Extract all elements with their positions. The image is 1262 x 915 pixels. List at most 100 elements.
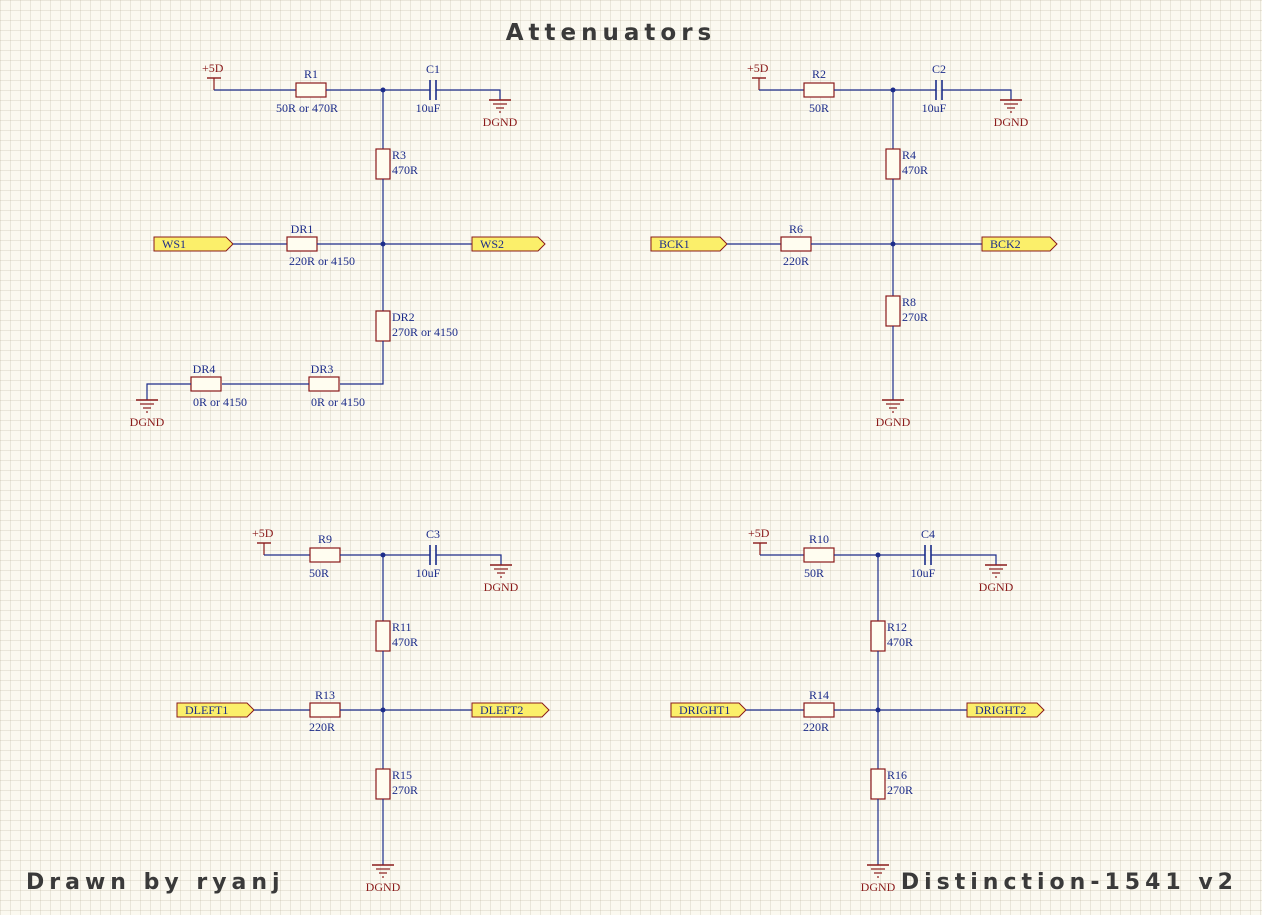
- ref-label: R12: [887, 620, 907, 634]
- resistor-body: [375, 768, 391, 800]
- resistor-body: [308, 376, 340, 392]
- resistor-body: [870, 620, 886, 652]
- ref-label: R10: [809, 532, 829, 546]
- resistor-body: [803, 82, 835, 98]
- port-body: [981, 236, 1058, 252]
- value-label: 0R or 4150: [193, 395, 247, 409]
- value-label: 50R: [809, 101, 829, 115]
- ref-label: R14: [809, 688, 829, 702]
- port-out-label: DRIGHT2: [975, 703, 1026, 717]
- wire: [931, 554, 997, 565]
- value-label: 470R: [392, 163, 418, 177]
- ref-label: DR4: [193, 362, 216, 376]
- value-label: 270R: [902, 310, 928, 324]
- port-body: [471, 702, 550, 718]
- vcc-label: +5D: [252, 526, 274, 540]
- value-label: 220R: [803, 720, 829, 734]
- value-label: 270R: [392, 783, 418, 797]
- value-label: 50R: [804, 566, 824, 580]
- value-label: 10uF: [922, 101, 947, 115]
- port-in-label: DRIGHT1: [679, 703, 730, 717]
- ref-label: DR2: [392, 310, 415, 324]
- port-body: [471, 236, 546, 252]
- wire: [146, 383, 191, 400]
- value-label: 470R: [392, 635, 418, 649]
- ref-label: C4: [921, 527, 935, 541]
- ref-label: R15: [392, 768, 412, 782]
- ref-label: R4: [902, 148, 916, 162]
- wire: [436, 554, 502, 565]
- resistor-body: [780, 236, 812, 252]
- drawn-by-label: Drawn by ryanj: [26, 870, 285, 895]
- value-label: 10uF: [416, 101, 441, 115]
- gnd-label: DGND: [876, 415, 911, 429]
- ref-label: R9: [318, 532, 332, 546]
- ref-label: R13: [315, 688, 335, 702]
- resistor-body: [885, 148, 901, 180]
- wire: [436, 89, 501, 100]
- value-label: 50R or 470R: [276, 101, 338, 115]
- vcc-label: +5D: [202, 61, 224, 75]
- ref-label: C2: [932, 62, 946, 76]
- value-label: 270R or 4150: [392, 325, 458, 339]
- value-label: 50R: [309, 566, 329, 580]
- gnd-label: DGND: [483, 115, 518, 129]
- ref-label: C3: [426, 527, 440, 541]
- resistor-body: [286, 236, 318, 252]
- ref-label: R11: [392, 620, 412, 634]
- ref-label: R1: [304, 67, 318, 81]
- gnd-label: DGND: [994, 115, 1029, 129]
- resistor-body: [190, 376, 222, 392]
- gnd-label: DGND: [979, 580, 1014, 594]
- resistor-body: [803, 702, 835, 718]
- value-label: 220R: [309, 720, 335, 734]
- ref-label: R16: [887, 768, 907, 782]
- value-label: 10uF: [416, 566, 441, 580]
- resistor-body: [309, 547, 341, 563]
- resistor-body: [870, 768, 886, 800]
- ref-label: C1: [426, 62, 440, 76]
- resistor-body: [309, 702, 341, 718]
- ref-label: DR1: [291, 222, 314, 236]
- resistor-body: [375, 310, 391, 342]
- port-body: [966, 702, 1045, 718]
- ref-label: R6: [789, 222, 803, 236]
- gnd-label: DGND: [861, 880, 896, 894]
- resistor-body: [885, 295, 901, 327]
- port-body: [650, 236, 728, 252]
- project-name-label: Distinction-1541 v2: [900, 870, 1238, 895]
- port-body: [153, 236, 234, 252]
- value-label: 270R: [887, 783, 913, 797]
- value-label: 220R or 4150: [289, 254, 355, 268]
- vcc-label: +5D: [748, 526, 770, 540]
- gnd-label: DGND: [484, 580, 519, 594]
- resistor-body: [803, 547, 835, 563]
- port-out-label: BCK2: [990, 237, 1021, 251]
- port-in-label: BCK1: [659, 237, 690, 251]
- value-label: 470R: [887, 635, 913, 649]
- port-out-label: WS2: [480, 237, 504, 251]
- sheet-title: Attenuators: [505, 20, 717, 46]
- resistor-body: [375, 148, 391, 180]
- port-body: [176, 702, 255, 718]
- gnd-label: DGND: [130, 415, 165, 429]
- vcc-label: +5D: [747, 61, 769, 75]
- ref-label: R8: [902, 295, 916, 309]
- wire: [340, 341, 384, 385]
- value-label: 470R: [902, 163, 928, 177]
- port-in-label: DLEFT1: [185, 703, 228, 717]
- ref-label: R2: [812, 67, 826, 81]
- port-out-label: DLEFT2: [480, 703, 523, 717]
- resistor-body: [295, 82, 327, 98]
- port-body: [670, 702, 747, 718]
- resistor-body: [375, 620, 391, 652]
- value-label: 220R: [783, 254, 809, 268]
- value-label: 10uF: [911, 566, 936, 580]
- gnd-label: DGND: [366, 880, 401, 894]
- value-label: 0R or 4150: [311, 395, 365, 409]
